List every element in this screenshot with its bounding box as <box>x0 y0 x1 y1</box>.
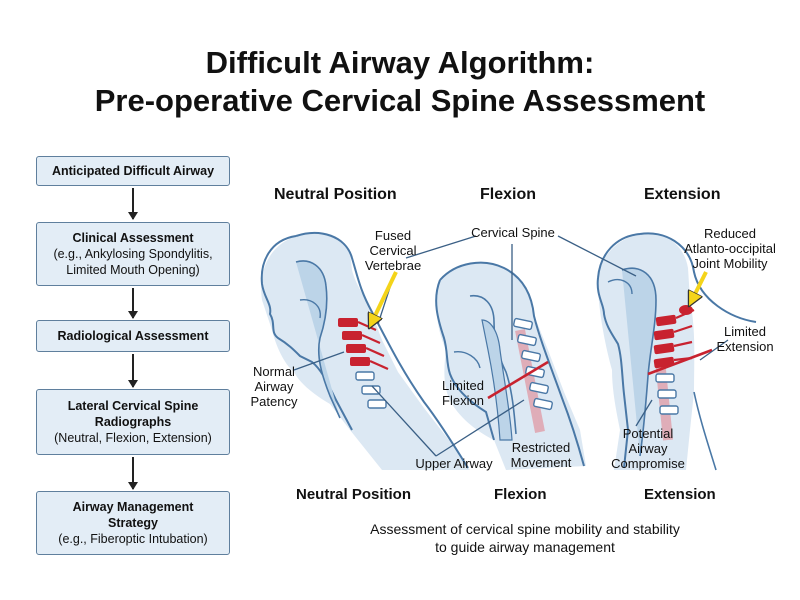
extension-limit-line <box>647 348 713 376</box>
caption-line-2: to guide airway management <box>435 539 615 555</box>
label-reduced-joint-mobility: Reduced Atlanto-occipital Joint Mobility <box>672 226 788 271</box>
label-limited-flexion-line-2: Flexion <box>442 393 484 408</box>
label-fused-line-3: Vertebrae <box>364 258 422 273</box>
flow-arrow-2 <box>128 288 138 319</box>
label-limited-flexion: Limited Flexion <box>438 378 488 408</box>
label-reduced-line-1: Reduced <box>703 226 757 241</box>
step5-detail: (e.g., Fiberoptic Intubation) <box>58 532 208 546</box>
heading-neutral-bottom: Neutral Position <box>296 486 412 503</box>
flexion-limit-line <box>487 360 549 400</box>
heading-flexion-bottom: Flexion <box>494 486 547 503</box>
label-reduced-line-2: Atlanto-occipital <box>684 241 776 256</box>
flexion-head-figure <box>435 261 586 470</box>
label-limited-flexion-line-1: Limited <box>442 378 484 393</box>
label-fused-line-1: Fused <box>374 228 412 243</box>
label-restricted-line-1: Restricted <box>511 440 571 455</box>
page-title: Difficult Airway Algorithm: Pre-operativ… <box>0 44 800 120</box>
heading-extension-bottom: Extension <box>644 486 716 503</box>
caption-line-1: Assessment of cervical spine mobility an… <box>370 521 680 537</box>
label-normal-line-1: Normal <box>253 364 295 379</box>
label-fused-cervical-vertebrae: Fused Cervical Vertebrae <box>360 228 426 273</box>
step-anticipated-difficult-airway: Anticipated Difficult Airway <box>36 156 230 186</box>
flow-arrow-4 <box>128 457 138 490</box>
label-normal-line-3: Patency <box>250 394 298 409</box>
figure-caption: Assessment of cervical spine mobility an… <box>290 520 760 556</box>
step-lateral-radiographs: Lateral Cervical Spine Radiographs (Neut… <box>36 389 230 455</box>
label-potential-line-2: Airway <box>628 441 668 456</box>
highlight-arrows <box>372 271 708 322</box>
label-normal-airway-patency: Normal Airway Patency <box>246 364 302 409</box>
label-potential-line-1: Potential <box>622 426 674 441</box>
label-restricted-movement: Restricted Movement <box>506 440 576 470</box>
label-reduced-line-3: Joint Mobility <box>692 256 768 271</box>
step-clinical-assessment: Clinical Assessment (e.g., Ankylosing Sp… <box>36 222 230 286</box>
title-line-1: Difficult Airway Algorithm: <box>205 45 595 80</box>
step2-title: Clinical Assessment <box>72 231 194 245</box>
step-airway-management-strategy: Airway Management Strategy (e.g., Fibero… <box>36 491 230 555</box>
step2-detail-2: Limited Mouth Opening) <box>66 263 200 277</box>
label-restricted-line-2: Movement <box>510 455 572 470</box>
step3-title: Radiological Assessment <box>57 329 209 343</box>
step4-title-2: Radiographs <box>94 415 172 429</box>
heading-neutral-top: Neutral Position <box>274 186 397 203</box>
flexion-spine <box>487 317 553 411</box>
step1-title: Anticipated Difficult Airway <box>51 164 215 178</box>
title-line-2: Pre-operative Cervical Spine Assessment <box>94 83 706 118</box>
label-limited-extension-line-2: Extension <box>716 339 774 354</box>
label-potential-airway-compromise: Potential Airway Compromise <box>610 426 686 471</box>
atlanto-occipital-joint <box>679 305 693 315</box>
step2-detail-1: (e.g., Ankylosing Spondylitis, <box>53 247 213 261</box>
step5-title-2: Strategy <box>107 516 159 530</box>
label-limited-extension-line-1: Limited <box>724 324 766 339</box>
heading-extension-top: Extension <box>644 186 721 203</box>
step4-detail: (Neutral, Flexion, Extension) <box>54 431 212 445</box>
step4-title-1: Lateral Cervical Spine <box>67 399 199 413</box>
flow-arrow-3 <box>128 354 138 388</box>
heading-flexion-top: Flexion <box>480 186 537 203</box>
label-upper-airway: Upper Airway <box>415 456 493 471</box>
label-normal-line-2: Airway <box>254 379 294 394</box>
label-cervical-spine: Cervical Spine <box>471 225 555 240</box>
extension-spine <box>647 305 713 415</box>
neutral-spine <box>338 318 389 409</box>
step-radiological-assessment: Radiological Assessment <box>36 320 230 352</box>
flow-arrow-1 <box>128 188 138 220</box>
step5-title-1: Airway Management <box>72 500 194 514</box>
label-potential-line-3: Compromise <box>611 456 685 471</box>
label-fused-line-2: Cervical <box>369 243 417 258</box>
label-limited-extension: Limited Extension <box>712 324 778 354</box>
